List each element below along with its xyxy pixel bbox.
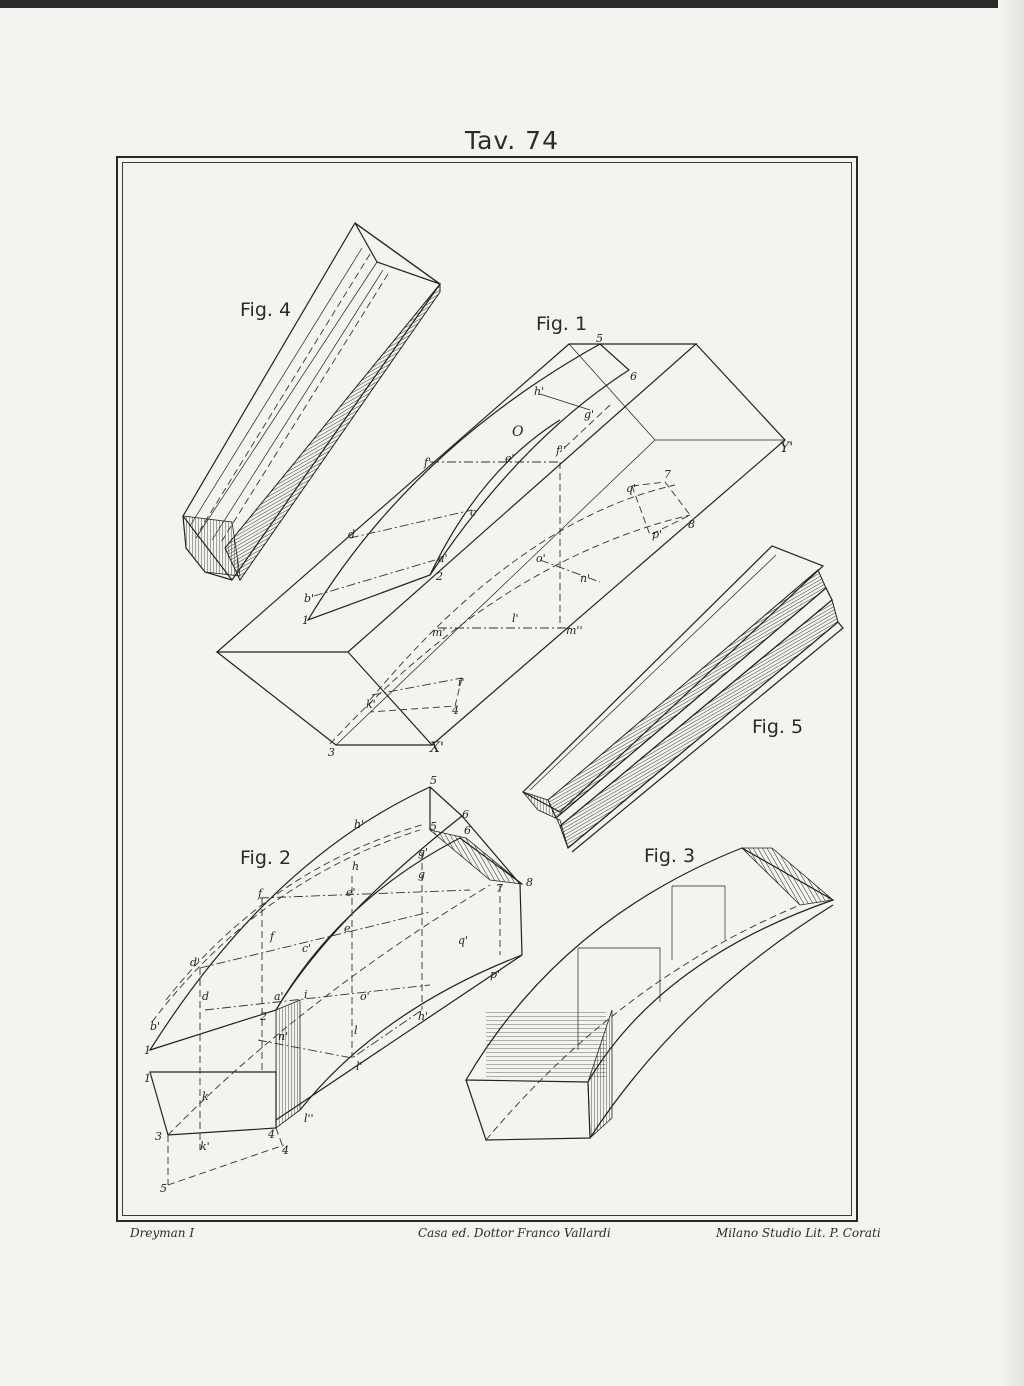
fig1-pt-7: 7 (664, 468, 671, 481)
fig1-point-labels: 5 6 h' g' O f' e' f'' Y' q' 7 8 c d a' 2… (302, 332, 793, 759)
fig2-pt-5: 5 (430, 774, 437, 787)
credit-lithographer: Milano Studio Lit. P. Corati (716, 1226, 881, 1240)
fig2-pt-5c: 5 (160, 1182, 167, 1195)
fig1-pt-6: 6 (630, 370, 637, 383)
fig2-pt-5b: 5 (430, 820, 437, 833)
fig2-pt-h3: h' (418, 1010, 428, 1023)
plate-frame-inner (122, 162, 852, 1216)
fig2-pt-d: d (202, 990, 209, 1003)
fig2-pt-fp: f (269, 930, 276, 943)
fig1-pt-m2: m'' (566, 624, 582, 637)
fig3-curved-prism (464, 847, 835, 1141)
fig2-pt-d2: d' (190, 956, 200, 969)
credit-publisher: Casa ed. Dottor Franco Vallardi (418, 1226, 611, 1240)
fig1-pt-c: c (470, 506, 476, 519)
fig1-pt-n: n' (580, 572, 590, 585)
fig2-pt-n: n' (278, 1030, 288, 1043)
fig5-label: Fig. 5 (752, 716, 803, 738)
credit-draftsman: Dreyman I (130, 1226, 195, 1240)
fig2-pt-7: 7 (496, 882, 503, 895)
fig2-pt-6a: 6 (462, 808, 469, 821)
fig2-pt-1a: 1 (144, 1044, 151, 1057)
plate-frame-outer (116, 156, 858, 1222)
page-top-edge (0, 0, 1024, 8)
fig1-pt-1: 1 (302, 614, 309, 627)
fig1-pt-o: o' (536, 552, 546, 565)
fig2-pt-4a: 4 (267, 1128, 275, 1141)
fig1-pt-2: 2 (435, 570, 443, 583)
fig4-moulding (182, 222, 441, 582)
fig3-label: Fig. 3 (644, 845, 695, 867)
fig2-pt-q: q' (458, 934, 468, 947)
fig2-pt-h2: h' (354, 818, 364, 831)
fig2-pt-e2: e' (346, 886, 356, 899)
fig2-pt-2: 2 (259, 1010, 267, 1023)
fig2-pt-i: i (304, 988, 308, 1001)
page-right-edge (998, 0, 1024, 1386)
fig2-pt-6b: 6 (464, 824, 471, 837)
fig2-pt-h: h (352, 860, 359, 873)
fig2-pt-c: c' (302, 942, 311, 955)
fig2-pt-o: o' (360, 990, 370, 1003)
fig2-pt-3: 3 (155, 1130, 162, 1143)
fig1-pt-d: d (348, 528, 355, 541)
fig2-pt-1: 1 (144, 1072, 151, 1085)
fig1-pt-h: h' (534, 385, 544, 398)
fig2-pt-k: k (202, 1090, 209, 1103)
fig2-pt-g2: g (418, 868, 425, 881)
fig1-pt-m: m' (432, 626, 445, 639)
fig1-pt-4: 4 (451, 704, 459, 717)
plate-title: Tav. 74 (464, 126, 559, 155)
fig2-pt-a: a' (274, 990, 284, 1003)
fig4-label: Fig. 4 (240, 299, 291, 321)
fig1-pt-q: q' (626, 482, 636, 495)
fig1-pt-3: 3 (328, 746, 335, 759)
fig1-pt-O: O (512, 424, 524, 440)
fig1-block (215, 343, 786, 746)
fig1-pt-i: i' (458, 676, 465, 689)
fig5-grooved-strip (521, 545, 844, 853)
fig2-pt-f: f (257, 887, 264, 900)
fig1-pt-a: a' (438, 552, 448, 565)
fig2-pt-l2: l'' (304, 1112, 314, 1125)
fig1-pt-f2: f'' (555, 444, 566, 457)
fig1-pt-p: p' (652, 528, 662, 541)
fig2-pt-l: l (354, 1024, 358, 1037)
fig1-pt-b: b' (304, 592, 314, 605)
fig1-pt-f: f' (423, 456, 431, 469)
fig2-pt-4b: 4 (281, 1144, 289, 1157)
fig1-pt-g: g' (584, 408, 594, 421)
fig1-pt-l: l' (512, 612, 519, 625)
fig2-pt-8: 8 (526, 876, 533, 889)
fig1-label: Fig. 1 (536, 313, 587, 335)
fig2-pt-p: p' (490, 968, 500, 981)
fig1-pt-5: 5 (596, 332, 603, 345)
fig1-pt-k: k' (366, 698, 376, 711)
fig2-pt-k2: k' (200, 1140, 210, 1153)
fig2-label: Fig. 2 (240, 847, 291, 869)
fig2-curved-block (148, 786, 524, 1186)
fig2-pt-g: g' (418, 846, 428, 859)
fig2-pt-lp: l' (356, 1060, 363, 1073)
fig2-point-labels: 5 h' 6 5 6 g' h g f e' 7 8 f c' e q' d' … (144, 774, 533, 1195)
fig1-pt-8: 8 (688, 518, 695, 531)
fig1-pt-X: X' (429, 740, 444, 756)
fig2-pt-b: b' (150, 1020, 160, 1033)
fig2-pt-e: e (344, 922, 351, 935)
fig1-pt-Y: Y' (780, 440, 793, 456)
fig1-pt-e: e' (505, 452, 515, 465)
